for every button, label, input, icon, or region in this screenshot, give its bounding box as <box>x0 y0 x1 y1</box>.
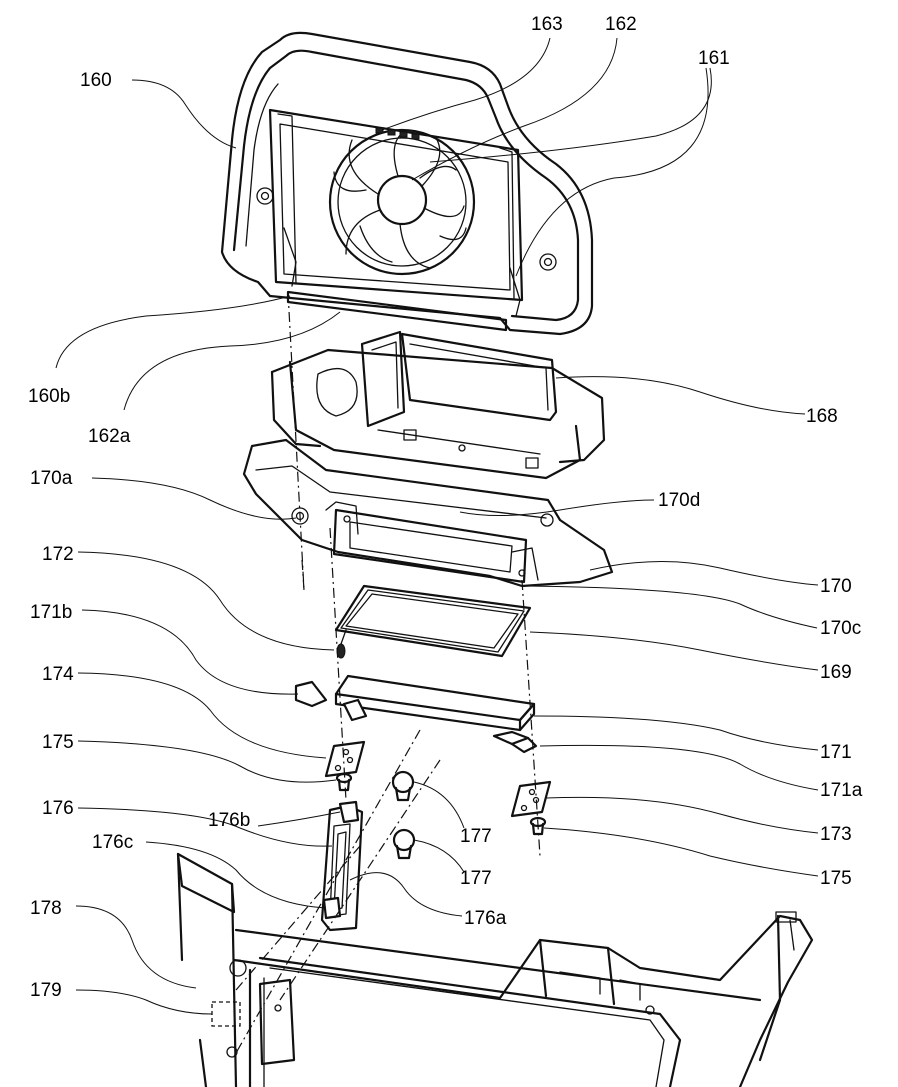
reference-labels: 160 163 162 161 160b 162a 168 170a 170d … <box>28 14 863 1001</box>
label-176: 176 <box>42 798 74 819</box>
base-frame-178 <box>176 852 814 1087</box>
label-162: 162 <box>605 14 637 35</box>
label-177-upper: 177 <box>460 826 492 847</box>
fan-cover-160 <box>220 31 594 336</box>
label-174: 174 <box>42 664 74 685</box>
label-175-left: 175 <box>42 732 74 753</box>
label-178: 178 <box>30 898 62 919</box>
label-170c: 170c <box>820 618 861 639</box>
label-177-lower: 177 <box>460 868 492 889</box>
filter-169 <box>334 584 532 658</box>
label-173: 173 <box>820 824 852 845</box>
label-163: 163 <box>531 14 563 35</box>
label-170d: 170d <box>658 490 700 511</box>
duct-168 <box>270 330 606 480</box>
label-161: 161 <box>698 48 730 69</box>
slider-176 <box>320 800 364 932</box>
connector-pins-163 <box>375 127 420 140</box>
label-176a: 176a <box>464 908 507 929</box>
label-160: 160 <box>80 70 112 91</box>
bracket-174 <box>324 740 366 778</box>
label-171b: 171b <box>30 602 72 623</box>
bracket-173 <box>510 780 552 818</box>
fan-162 <box>328 128 476 276</box>
holder-170 <box>242 438 614 588</box>
label-171: 171 <box>820 742 852 763</box>
label-169: 169 <box>820 662 852 683</box>
label-168: 168 <box>806 406 838 427</box>
pin-177-upper <box>391 770 415 802</box>
label-172: 172 <box>42 544 74 565</box>
plate-171 <box>294 674 538 754</box>
label-179: 179 <box>30 980 62 1001</box>
screw-175-left <box>335 772 353 792</box>
connector-172 <box>336 629 347 659</box>
leader-lines <box>55 37 819 1015</box>
label-170: 170 <box>820 576 852 597</box>
label-176c: 176c <box>92 832 133 853</box>
pin-177-lower <box>392 828 416 860</box>
label-162a: 162a <box>88 426 131 447</box>
label-170a: 170a <box>30 468 73 489</box>
label-171a: 171a <box>820 780 863 801</box>
label-176b: 176b <box>208 810 250 831</box>
label-175-right: 175 <box>820 868 852 889</box>
assembly-axis-lines <box>231 291 541 1061</box>
label-160b: 160b <box>28 386 70 407</box>
